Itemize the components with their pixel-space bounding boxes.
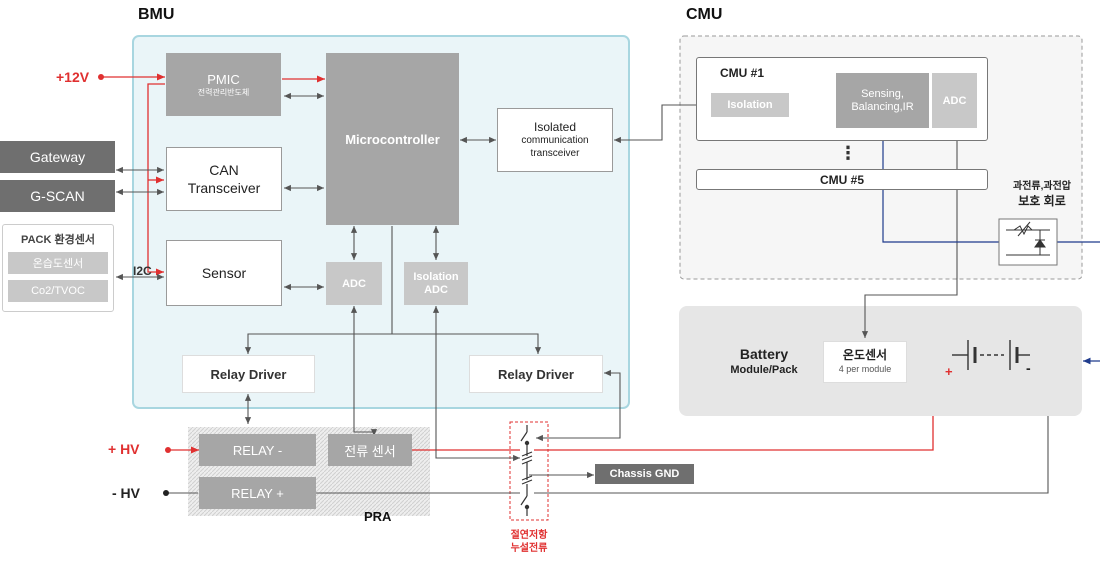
battery-plus: + (945, 364, 953, 379)
can-transceiver-block: CAN Transceiver (166, 147, 282, 211)
isolated-transceiver-block: Isolated communication transceiver (497, 108, 613, 172)
gateway-block: Gateway (0, 141, 115, 173)
isolated-line-2: communication (521, 134, 589, 146)
sensing-line-1: Sensing, (861, 87, 904, 100)
pack-env-sensor-title: PACK 환경센서 (21, 234, 95, 246)
microcontroller-block: Microcontroller (326, 53, 459, 225)
isolation-adc-block: Isolation ADC (404, 262, 468, 305)
protect-line-1: 과전류,과전압 (1013, 181, 1071, 192)
battery-subtitle: Module/Pack (730, 364, 798, 376)
protect-line-2: 보호 회로 (1018, 194, 1066, 208)
bmu-adc-block: ADC (326, 262, 382, 305)
battery-title: Battery (739, 346, 789, 362)
pmic-subtitle: 전력관리반도체 (197, 87, 250, 97)
sensor-block: Sensor (166, 240, 282, 306)
cmu5-block: CMU #5 (696, 169, 988, 190)
cmu-adc-block: ADC (932, 73, 977, 128)
temp-sensor-title: 온도센서 (842, 348, 888, 362)
isolated-line-1: Isolated (533, 119, 577, 134)
relay-driver-left: Relay Driver (182, 355, 315, 393)
iso-monitor-line-1: 절연저항 (510, 530, 548, 541)
temp-humidity-sensor: 온습도센서 (8, 252, 108, 274)
isolated-line-3: transceiver (530, 147, 580, 159)
hv-plus-label: + HV (108, 441, 140, 457)
relay-driver-right: Relay Driver (469, 355, 603, 393)
isolation-monitor-box (509, 421, 549, 521)
more-cmu-dots: ⋮ (839, 143, 857, 163)
relay-plus-block: RELAY + (199, 477, 316, 509)
bmu-title: BMU (138, 6, 175, 23)
cmu-isolation-block: Isolation (711, 93, 789, 117)
co2-tvoc-sensor: Co2/TVOC (8, 280, 108, 302)
supply-12v-label: +12V (56, 69, 90, 85)
isolation-monitor-label: 절연저항 누설전류 (500, 529, 558, 555)
sensing-balancing-block: Sensing, Balancing,IR (836, 73, 929, 128)
current-sensor-block: 전류 센서 (328, 434, 412, 466)
can-line-2: Transceiver (187, 180, 261, 196)
isolation-adc-line-1: Isolation (413, 270, 459, 283)
chassis-gnd-block: Chassis GND (595, 464, 694, 484)
pmic-block: PMIC 전력관리반도체 (166, 53, 281, 116)
pack-env-sensor-group: PACK 환경센서 온습도센서 Co2/TVOC (2, 224, 114, 312)
hv-minus-label: - HV (112, 485, 140, 501)
sensing-line-2: Balancing,IR (851, 100, 914, 113)
can-line-1: CAN (209, 162, 239, 178)
pra-title: PRA (364, 509, 392, 524)
relay-minus-block: RELAY - (199, 434, 316, 466)
iso-monitor-line-2: 누설전류 (510, 543, 548, 554)
temp-sensor-block: 온도센서 4 per module (823, 341, 907, 383)
gscan-block: G-SCAN (0, 180, 115, 212)
temp-sensor-subtitle: 4 per module (838, 364, 892, 374)
protection-circuit-label: 과전류,과전압 보호 회로 (992, 180, 1092, 208)
i2c-label: I2C (133, 264, 152, 278)
cmu-title: CMU (686, 6, 723, 23)
battery-label: Battery Module/Pack (714, 346, 814, 378)
battery-minus: - (1026, 360, 1031, 376)
isolation-adc-line-2: ADC (424, 283, 448, 296)
cmu1-title: CMU #1 (720, 66, 765, 80)
pmic-title: PMIC (207, 71, 240, 87)
